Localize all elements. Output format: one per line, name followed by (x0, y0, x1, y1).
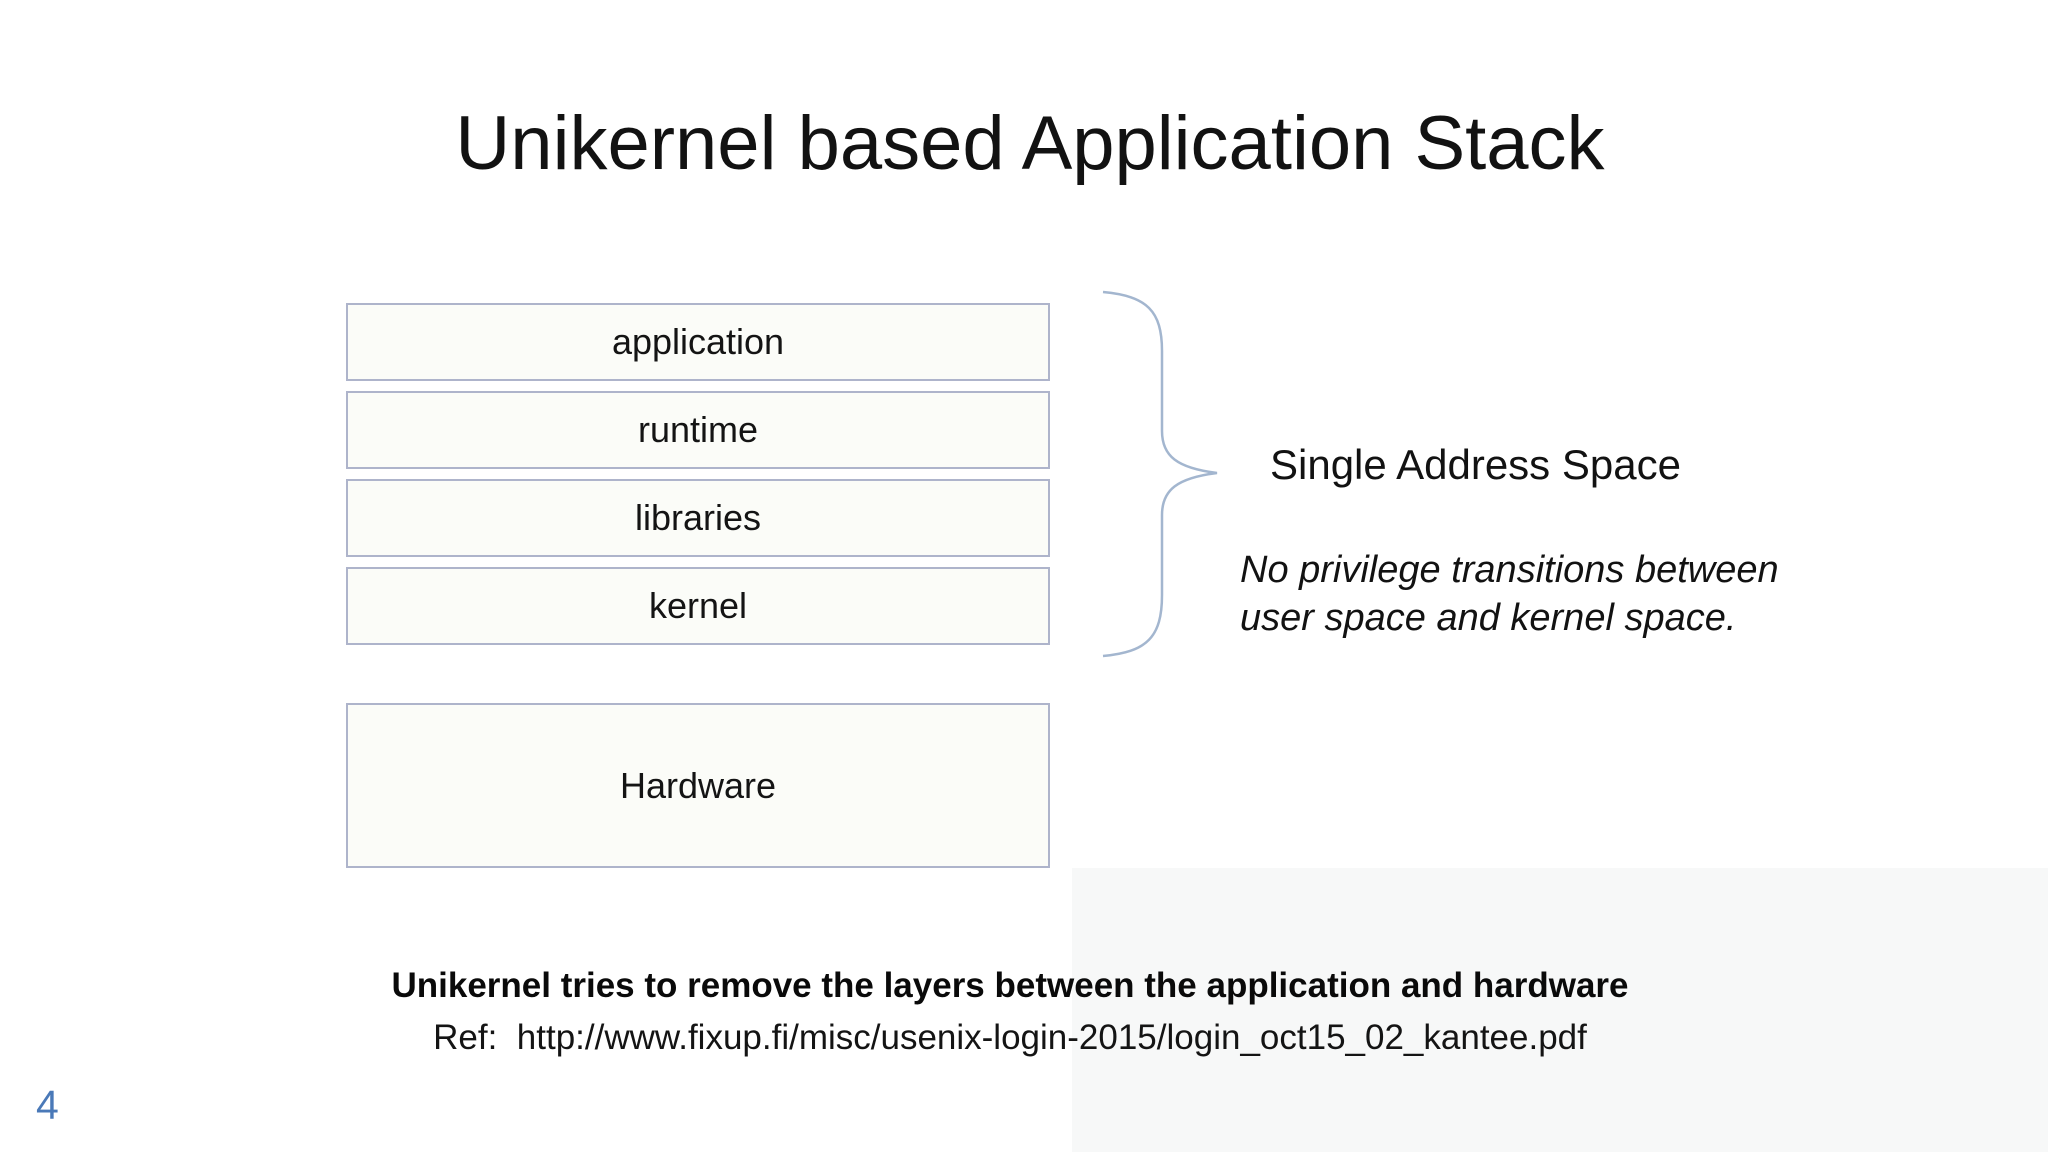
privilege-note: No privilege transitions between user sp… (1240, 546, 1779, 642)
right-curly-brace (1102, 290, 1218, 658)
single-address-space-label: Single Address Space (1270, 441, 1681, 488)
slide-title: Unikernel based Application Stack (455, 101, 1605, 186)
stack-layer-label: kernel (648, 585, 748, 626)
stack-layer-kernel: kernel (346, 567, 1050, 645)
background-gray-region (1072, 868, 2048, 1152)
page-number: 4 (36, 1082, 59, 1128)
stack-layer-label: libraries (634, 497, 762, 538)
curly-brace-path (1102, 290, 1218, 658)
stack-layer-application: application (346, 303, 1050, 381)
stack-layer-label: application (611, 321, 785, 362)
hardware-box-label: Hardware (619, 764, 777, 806)
privilege-note-line2: user space and kernel space. (1240, 597, 1737, 639)
summary-statement: Unikernel tries to remove the layers bet… (391, 966, 1629, 1005)
hardware-box: Hardware (346, 703, 1050, 868)
privilege-note-line1: No privilege transitions between (1240, 549, 1779, 591)
stack-layer-label: runtime (637, 409, 759, 450)
reference-url-line: Ref: http://www.fixup.fi/misc/usenix-log… (433, 1018, 1587, 1057)
stack-layer-runtime: runtime (346, 391, 1050, 469)
stack-layer-libraries: libraries (346, 479, 1050, 557)
unikernel-stack: application runtime libraries kernel (346, 303, 1050, 645)
